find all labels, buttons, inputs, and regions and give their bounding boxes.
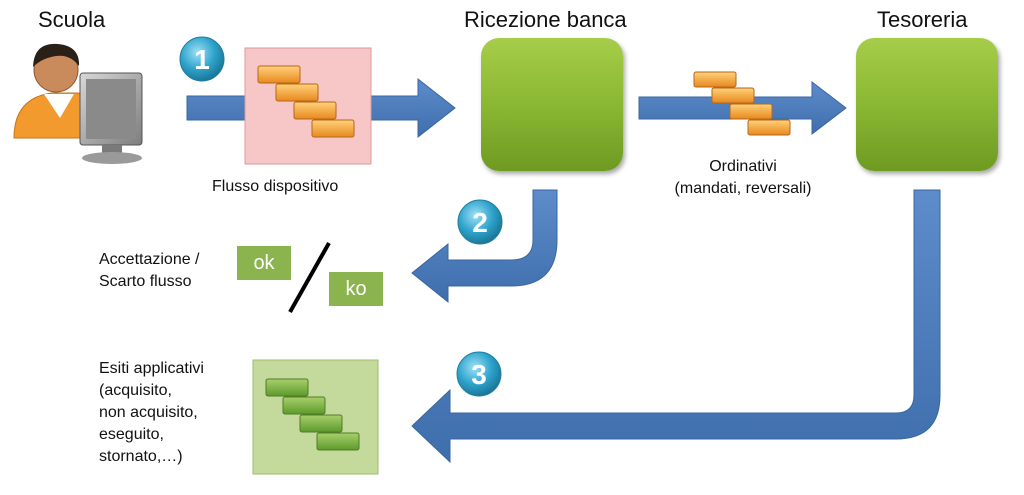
status-ko: ko xyxy=(329,272,383,306)
step-circle-2: 2 xyxy=(457,199,503,245)
document-icon xyxy=(265,378,309,397)
accettazione-line-2: Scarto flusso xyxy=(99,272,192,290)
document-icon xyxy=(299,414,343,433)
node-label-scuola: Scuola xyxy=(38,7,106,32)
step-number-2: 2 xyxy=(472,207,488,238)
documents-stack-flusso xyxy=(257,65,355,138)
document-icon xyxy=(282,396,326,415)
esiti-line-2: (acquisito, xyxy=(99,382,172,400)
document-icon xyxy=(275,83,319,102)
document-icon xyxy=(257,65,301,84)
esiti-label: Esiti applicativi (acquisito, non acquis… xyxy=(99,358,204,468)
documents-stack-esiti xyxy=(265,378,360,451)
document-icon xyxy=(711,87,755,104)
arrow-esiti-applicativi xyxy=(411,189,941,464)
step-number-1: 1 xyxy=(194,44,210,75)
tesoreria-node xyxy=(856,38,998,171)
ordinativi-label: Ordinativi (mandati, reversali) xyxy=(660,156,826,199)
document-icon xyxy=(293,101,337,120)
node-label-ricezione-banca: Ricezione banca xyxy=(464,7,627,32)
arrow-esito-flusso xyxy=(411,189,558,304)
accettazione-line-1: Accettazione / xyxy=(99,251,200,268)
ricezione-banca-node xyxy=(481,38,623,171)
ordinativi-line-1: Ordinativi xyxy=(709,158,777,175)
ordinativi-line-2: (mandati, reversali) xyxy=(674,179,812,197)
document-icon xyxy=(747,119,791,136)
esiti-line-4: eseguito, xyxy=(99,426,164,444)
esiti-line-5: stornato,…) xyxy=(99,448,183,466)
step-number-3: 3 xyxy=(471,359,487,390)
ok-ko-separator xyxy=(288,242,331,313)
document-icon xyxy=(316,432,360,451)
status-ok: ok xyxy=(237,246,291,280)
esiti-line-1: Esiti applicativi xyxy=(99,360,204,377)
flusso-dispositivo-label: Flusso dispositivo xyxy=(212,178,339,195)
documents-stack-ordinativi xyxy=(693,71,791,136)
document-icon xyxy=(311,119,355,138)
node-label-tesoreria: Tesoreria xyxy=(877,7,968,32)
user-at-computer-icon xyxy=(13,43,143,164)
accettazione-label: Accettazione / Scarto flusso xyxy=(99,249,200,292)
document-icon xyxy=(693,71,737,88)
esiti-line-3: non acquisito, xyxy=(99,404,198,422)
step-circle-3: 3 xyxy=(456,351,502,397)
document-icon xyxy=(729,103,773,120)
step-circle-1: 1 xyxy=(179,36,225,82)
